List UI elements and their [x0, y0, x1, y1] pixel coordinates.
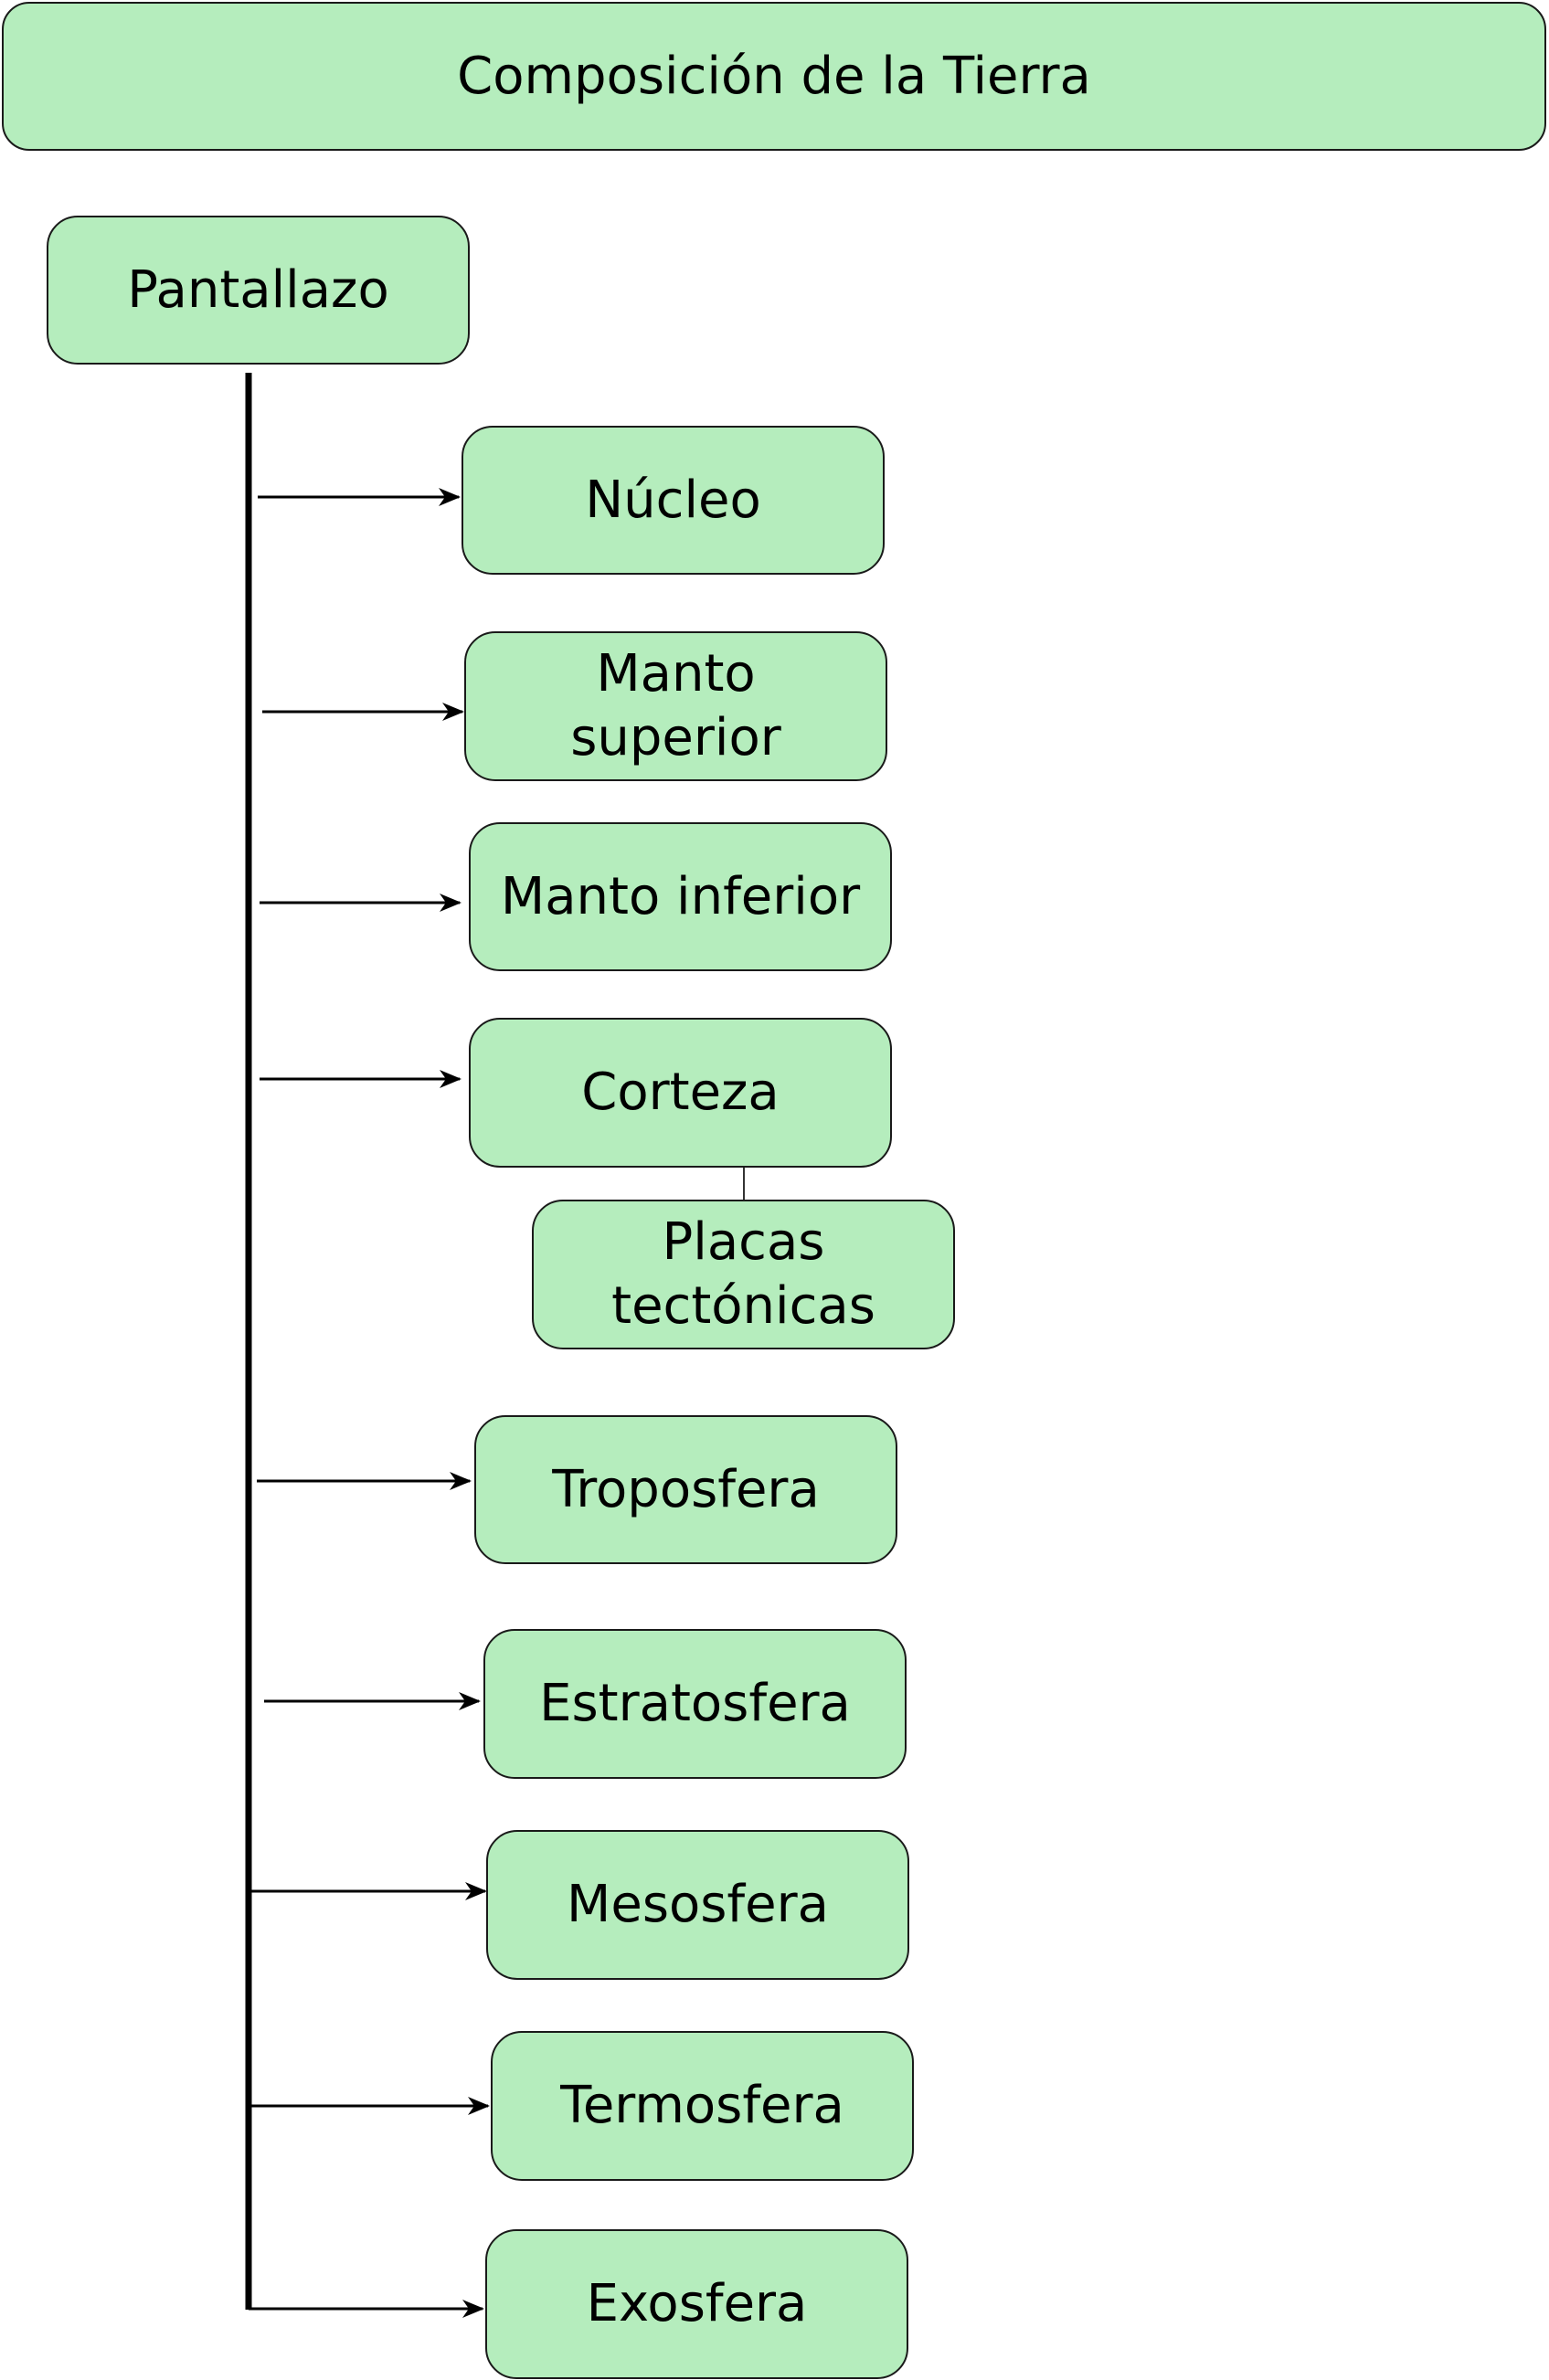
node-placas-tectonicas: Placas tectónicas — [532, 1200, 955, 1349]
node-manto-inferior: Manto inferior — [469, 822, 892, 971]
node-troposfera: Troposfera — [474, 1415, 897, 1564]
node-exosfera-label: Exosfera — [586, 2274, 808, 2333]
diagram-title: Composición de la Tierra — [2, 2, 1546, 151]
diagram-title-text: Composición de la Tierra — [457, 46, 1091, 106]
node-nucleo: Núcleo — [462, 426, 885, 575]
root-node-label: Pantallazo — [127, 259, 389, 320]
node-estratosfera-label: Estratosfera — [539, 1674, 851, 1733]
node-estratosfera: Estratosfera — [483, 1629, 907, 1779]
node-troposfera-label: Troposfera — [552, 1459, 820, 1519]
node-corteza: Corteza — [469, 1018, 892, 1168]
node-manto-superior-label: Manto superior — [570, 644, 781, 767]
node-mesosfera-label: Mesosfera — [567, 1875, 829, 1934]
node-placas-tectonicas-label: Placas tectónicas — [611, 1212, 875, 1336]
root-node: Pantallazo — [47, 216, 470, 365]
node-termosfera-label: Termosfera — [560, 2076, 844, 2135]
node-mesosfera: Mesosfera — [486, 1830, 909, 1980]
node-corteza-label: Corteza — [581, 1063, 780, 1122]
node-exosfera: Exosfera — [485, 2229, 908, 2379]
node-nucleo-label: Núcleo — [585, 470, 761, 530]
node-manto-superior: Manto superior — [464, 631, 887, 781]
node-termosfera: Termosfera — [491, 2031, 914, 2181]
node-manto-inferior-label: Manto inferior — [500, 866, 861, 926]
